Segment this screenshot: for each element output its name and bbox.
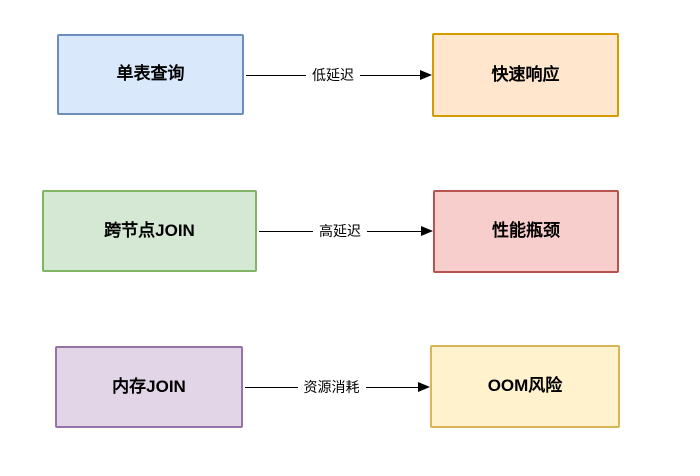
edge-line	[365, 386, 418, 388]
node-label: 性能瓶颈	[492, 221, 560, 241]
arrow-head-icon	[420, 70, 432, 80]
edge-line	[360, 74, 420, 76]
edge-line	[367, 230, 421, 232]
edge-high-latency: 高延迟	[259, 220, 433, 242]
edge-label: 资源消耗	[297, 377, 366, 397]
node-cross-node-join: 跨节点JOIN	[42, 190, 257, 272]
node-label: OOM风险	[487, 376, 563, 396]
node-label: 单表查询	[116, 64, 185, 84]
edge-low-latency: 低延迟	[246, 64, 432, 86]
node-single-table-query: 单表查询	[57, 34, 244, 115]
edge-line	[245, 386, 298, 388]
node-label: 跨节点JOIN	[104, 220, 195, 240]
edge-line	[259, 230, 313, 232]
node-label: 快速响应	[491, 64, 560, 84]
node-performance-bottleneck: 性能瓶颈	[433, 190, 619, 273]
edge-resource-consumption: 资源消耗	[245, 376, 430, 398]
edge-label: 高延迟	[313, 221, 367, 241]
edge-label: 低延迟	[306, 65, 360, 85]
node-oom-risk: OOM风险	[430, 345, 620, 428]
node-fast-response: 快速响应	[432, 33, 619, 117]
node-label: 内存JOIN	[112, 376, 186, 396]
node-memory-join: 内存JOIN	[55, 346, 243, 428]
arrow-head-icon	[418, 382, 430, 392]
edge-line	[246, 74, 306, 76]
arrow-head-icon	[421, 226, 433, 236]
